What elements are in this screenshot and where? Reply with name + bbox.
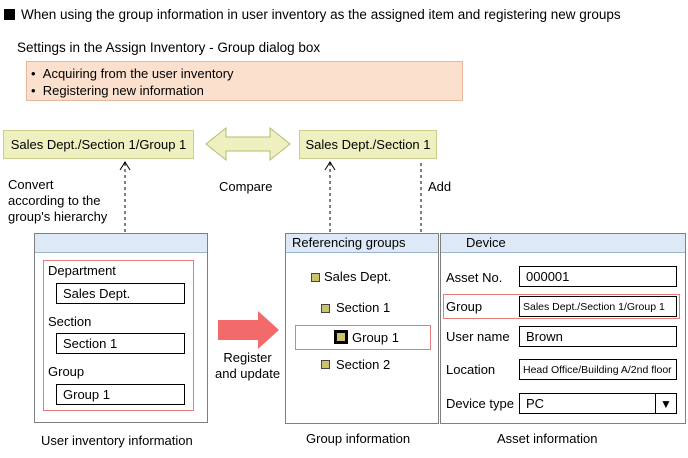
device-type-select: PC ▼ (519, 393, 677, 414)
user-name-label: User name (446, 329, 510, 344)
group-panel: Referencing groups (285, 233, 439, 424)
tree-node-icon (321, 360, 330, 369)
group-1-highlight (295, 325, 431, 350)
tree-item-section-1: Section 1 (336, 300, 391, 315)
user-inventory-header (35, 234, 207, 253)
bullet-icon: • (31, 66, 43, 81)
group-label: Group (48, 364, 85, 379)
dropdown-arrow-icon: ▼ (655, 394, 676, 413)
asset-no-label: Asset No. (446, 270, 503, 285)
target-path-box: Sales Dept./Section 1 (299, 130, 437, 159)
settings-note: • Acquiring from the user inventory • Re… (26, 61, 463, 101)
device-type-label: Device type (446, 396, 514, 411)
device-group-field: Sales Dept./Section 1/Group 1 (519, 296, 677, 317)
tree-item-sales-dept: Sales Dept. (324, 269, 392, 284)
tree-node-icon (311, 273, 320, 282)
bullet-icon: • (31, 83, 43, 98)
diagram-heading: When using the group information in user… (4, 7, 621, 22)
settings-item: • Acquiring from the user inventory (31, 66, 234, 81)
tree-item-section-2: Section 2 (336, 357, 391, 372)
department-field: Sales Dept. (56, 283, 185, 304)
asset-info-caption: Asset information (497, 431, 598, 446)
tree-node-icon (321, 304, 330, 313)
settings-item: • Registering new information (31, 83, 204, 98)
heading-text: When using the group information in user… (21, 7, 621, 22)
user-name-field: Brown (519, 326, 677, 347)
user-inventory-fields-box (43, 260, 194, 411)
source-path-box: Sales Dept./Section 1/Group 1 (3, 130, 194, 159)
settings-subheading: Settings in the Assign Inventory - Group… (17, 40, 321, 55)
group-field: Group 1 (56, 384, 185, 405)
device-type-value: PC (526, 396, 545, 411)
device-group-highlight (443, 294, 680, 319)
square-bullet-icon (4, 9, 15, 20)
dashed-arrow-icon (119, 161, 131, 262)
convert-label: Convert according to the group's hierarc… (8, 177, 108, 224)
location-label: Location (446, 362, 496, 377)
double-arrow-icon (205, 126, 291, 162)
compare-label: Compare (219, 179, 273, 194)
dashed-arrow-icon (324, 161, 336, 232)
tree-node-icon (334, 330, 348, 344)
department-label: Department (48, 263, 116, 278)
section-field: Section 1 (56, 333, 185, 354)
asset-no-field: 000001 (519, 266, 677, 287)
register-label: Register and update (215, 350, 281, 381)
tree-item-group-1: Group 1 (352, 330, 399, 345)
group-panel-header: Referencing groups (286, 234, 438, 253)
add-label: Add (428, 179, 452, 194)
register-arrow-icon (218, 311, 279, 349)
device-group-label: Group (446, 299, 483, 314)
location-field: Head Office/Building A/2nd floor (519, 359, 677, 380)
group-info-caption: Group information (306, 431, 411, 446)
device-panel-header: Device (441, 234, 685, 253)
user-inventory-caption: User inventory information (41, 433, 193, 448)
section-label: Section (48, 314, 92, 329)
